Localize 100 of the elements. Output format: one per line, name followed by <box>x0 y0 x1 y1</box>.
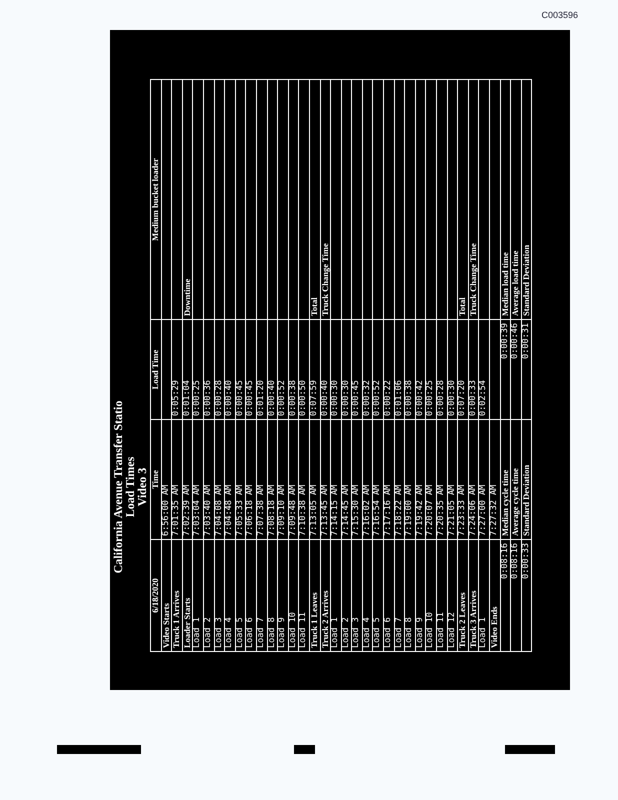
note-text: Total <box>308 297 319 316</box>
event-name: Truck 2 Arrives <box>320 590 330 648</box>
event-name: Video Starts <box>160 603 171 648</box>
time-value: 7:27:32 AM <box>489 484 499 536</box>
time-value: 7:13:45 AM <box>320 484 330 536</box>
event-name: Load 12 <box>446 612 457 648</box>
event-name: Load 11 <box>436 612 446 648</box>
time-value: 7:05:33 AM <box>234 484 245 536</box>
event-name: Load 8 <box>404 617 414 648</box>
load-time-value: 0:00:30 <box>340 380 351 416</box>
time-value: 7:19:00 AM <box>404 484 414 536</box>
load-time-value: 0:01:06 <box>394 380 404 416</box>
time-value: 7:09:10 AM <box>277 484 288 536</box>
event-name: Load 9 <box>414 617 425 648</box>
time-value: 7:27:00 AM <box>478 484 488 536</box>
time-value: 7:09:48 AM <box>288 484 298 536</box>
load-time-value: 0:00:38 <box>288 380 298 416</box>
summary-value: 0:08:16 <box>510 543 520 579</box>
load-time-value: 0:00:45 <box>245 380 256 416</box>
note-text: Downtime <box>182 278 192 316</box>
time-value: 7:14:15 AM <box>330 484 340 536</box>
event-name: Load 7 <box>256 617 266 648</box>
load-time-value: 0:00:33 <box>468 380 478 416</box>
event-name: Loader Starts <box>182 598 192 648</box>
load-time-value: 0:07:59 <box>308 380 319 416</box>
summary-label: Standard Deviation <box>520 244 531 316</box>
event-name: Load 9 <box>277 617 288 648</box>
note-text: Truck Change Time <box>320 243 330 316</box>
load-time-value: 0:05:29 <box>171 380 182 416</box>
event-name: Load 10 <box>288 612 298 648</box>
summary-label: Average load time <box>510 250 520 316</box>
load-time-value: 0:00:25 <box>425 380 436 416</box>
event-name: Load 1 <box>478 617 488 648</box>
event-name: Load 5 <box>234 617 245 648</box>
title-text: California Avenue Transfer Statio <box>112 400 124 574</box>
note-text: Total <box>457 297 468 316</box>
column-header: Load Time <box>150 350 160 390</box>
event-name: Load 5 <box>372 617 382 648</box>
event-name: Load 6 <box>245 617 256 648</box>
time-value: 7:18:22 AM <box>394 484 404 536</box>
load-time-value: 0:00:52 <box>372 380 382 416</box>
subtitle-text: Video 3 <box>136 468 148 506</box>
event-name: Load 4 <box>362 617 372 648</box>
summary-value: 0:00:46 <box>510 323 520 359</box>
load-time-value: 0:00:28 <box>436 380 446 416</box>
event-name: Load 10 <box>425 612 436 648</box>
time-value: 7:03:40 AM <box>202 484 213 536</box>
time-value: 7:03:04 AM <box>192 484 202 536</box>
load-time-value: 0:00:28 <box>214 380 224 416</box>
load-time-value: 0:00:45 <box>351 380 362 416</box>
time-value: 7:06:18 AM <box>245 484 256 536</box>
time-value: 7:13:05 AM <box>308 484 319 536</box>
column-header: Medium bucket loader <box>150 158 160 241</box>
time-value: 7:16:02 AM <box>362 484 372 536</box>
load-time-value: 0:07:20 <box>457 380 468 416</box>
load-time-value: 0:00:40 <box>266 380 277 416</box>
summary-label: Median load time <box>500 252 510 316</box>
time-value: 7:16:54 AM <box>372 484 382 536</box>
load-time-value: 0:00:40 <box>224 380 234 416</box>
summary-value: 0:08:16 <box>500 543 510 579</box>
load-time-value: 0:00:50 <box>298 380 308 416</box>
event-name: Truck 1 Leaves <box>308 592 319 648</box>
load-time-value: 0:01:04 <box>182 380 192 416</box>
time-value: 7:17:16 AM <box>383 484 394 536</box>
event-name: Load 1 <box>192 617 202 648</box>
event-name: Load 8 <box>266 617 277 648</box>
time-value: 7:04:48 AM <box>224 484 234 536</box>
time-value: 7:23:33 AM <box>457 484 468 536</box>
load-time-value: 0:00:52 <box>277 380 288 416</box>
note-text: Truck Change Time <box>468 243 478 316</box>
summary-value: 0:00:33 <box>520 543 531 579</box>
time-value: 7:24:06 AM <box>468 484 478 536</box>
event-name: Load 1 <box>330 617 340 648</box>
load-time-value: 0:02:54 <box>478 380 488 416</box>
event-name: Truck 3 Arrives <box>468 590 478 648</box>
time-value: 7:20:35 AM <box>436 484 446 536</box>
time-value: 7:04:08 AM <box>214 484 224 536</box>
page-number: C003596 <box>541 10 578 20</box>
load-time-value: 0:00:30 <box>446 380 457 416</box>
subtitle-text: Load Times <box>124 456 136 518</box>
column-header: 6/18/2020 <box>150 578 160 613</box>
column-header: Time <box>150 470 160 489</box>
time-value: 6:56:00 AM <box>160 484 171 536</box>
time-value: 7:15:30 AM <box>351 484 362 536</box>
load-time-value: 0:00:42 <box>414 380 425 416</box>
event-name: Load 6 <box>383 617 394 648</box>
event-name: Video Ends <box>489 606 499 648</box>
time-value: 7:20:07 AM <box>425 484 436 536</box>
time-value: 7:07:38 AM <box>256 484 266 536</box>
summary-label: Average cycle time <box>510 468 520 536</box>
summary-value: 0:00:31 <box>520 323 531 359</box>
time-value: 7:21:05 AM <box>446 484 457 536</box>
summary-value: 0:00:39 <box>500 323 510 359</box>
event-name: Load 11 <box>298 612 308 648</box>
load-time-value: 0:01:20 <box>256 380 266 416</box>
load-time-value: 0:00:36 <box>202 380 213 416</box>
summary-label: Median cycle time <box>500 470 510 536</box>
load-time-value: 0:00:25 <box>192 380 202 416</box>
event-name: Load 4 <box>224 617 234 648</box>
time-value: 7:10:38 AM <box>298 484 308 536</box>
